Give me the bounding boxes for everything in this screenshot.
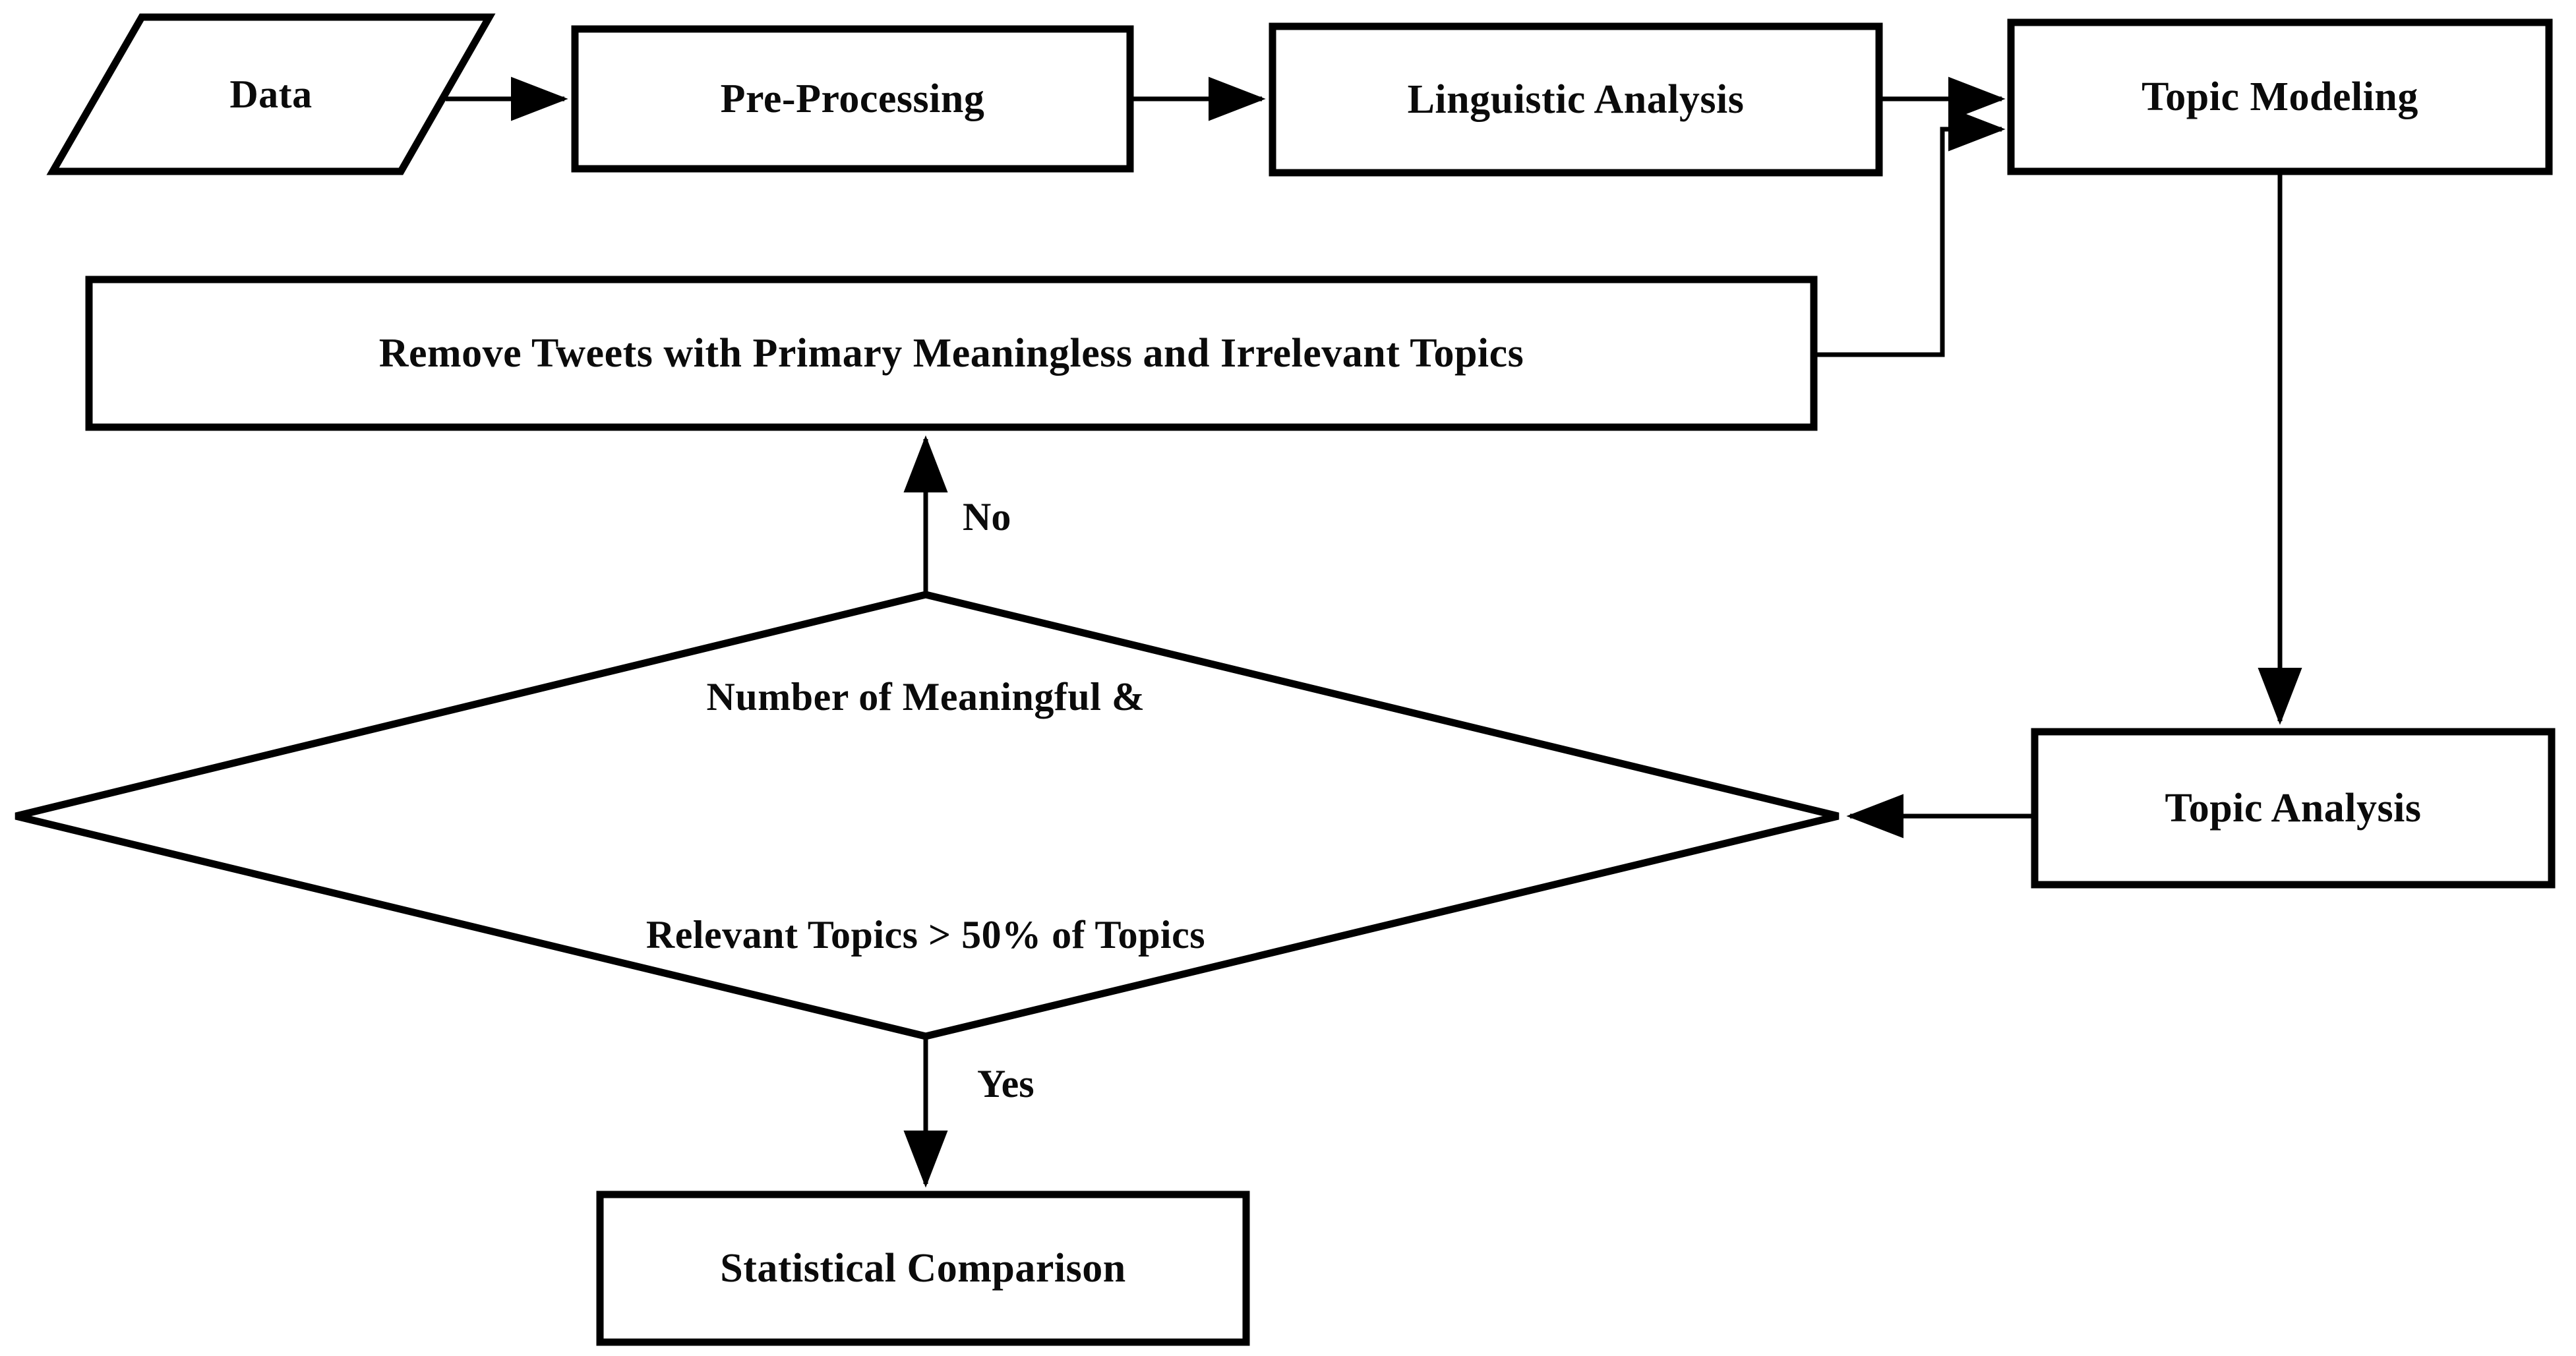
edge-label-no: No <box>963 495 1011 539</box>
node-shape-data[interactable] <box>46 13 496 175</box>
node-topic-modeling[interactable] <box>2011 22 2549 171</box>
node-statistical-comparison[interactable] <box>600 1194 1246 1342</box>
node-shape-remove-tweets[interactable] <box>85 276 1818 431</box>
edge-label-yes: Yes <box>977 1062 1034 1105</box>
node-topic-analysis[interactable] <box>2035 732 2552 885</box>
node-remove-tweets[interactable] <box>89 280 1814 427</box>
node-data[interactable] <box>53 17 489 171</box>
node-shape-statistical-comparison[interactable] <box>596 1191 1250 1346</box>
node-pre-processing[interactable] <box>575 29 1130 169</box>
node-shape-topic-analysis[interactable] <box>2031 728 2556 889</box>
edge-remove-tweets-to-topic-modeling <box>1814 107 2006 357</box>
node-linguistic-analysis[interactable] <box>1273 26 1879 173</box>
node-shape-linguistic-analysis[interactable] <box>1269 22 1883 177</box>
node-decision[interactable] <box>464 699 1387 933</box>
node-shape-topic-modeling[interactable] <box>2007 18 2553 175</box>
